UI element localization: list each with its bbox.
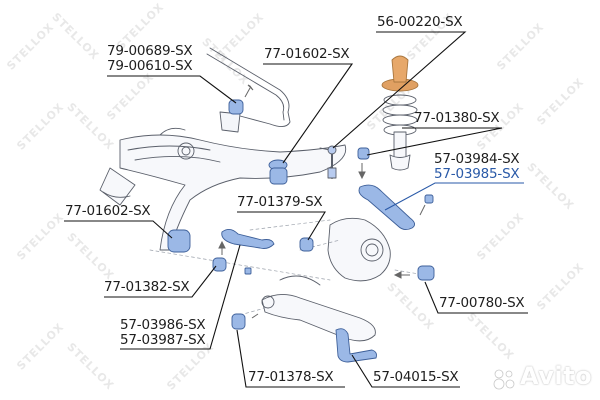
leader-subframe-left <box>64 220 173 239</box>
leader-subframe-top <box>263 63 354 164</box>
label-toe-link: 57-04015-SX <box>373 369 459 385</box>
label-hub-bushing: 77-00780-SX <box>439 295 525 311</box>
part-number: 57-03987-SX <box>120 332 206 348</box>
lower-control-arm <box>261 294 376 342</box>
wheel-carrier <box>327 217 391 282</box>
leader-bushing-382 <box>104 265 217 298</box>
part-number-highlighted: 57-03985-SX <box>434 166 520 182</box>
leader-shock-bushing <box>366 127 503 156</box>
part-number: 77-01602-SX <box>264 46 350 62</box>
bushing-379-part <box>299 237 314 252</box>
leader-stab-link <box>332 31 467 149</box>
label-subframe-bushing-left: 77-01602-SX <box>65 203 151 219</box>
stab-bushing-part <box>228 99 244 115</box>
avito-logo-icon <box>493 369 515 390</box>
leader-bushing-378 <box>236 329 345 388</box>
part-number: 79-00689-SX <box>107 43 193 59</box>
part-number: 57-03986-SX <box>120 317 206 333</box>
leader-bushing-379 <box>237 211 326 241</box>
subframe-bushing-top-part <box>268 159 288 185</box>
part-number: 57-03984-SX <box>434 151 520 167</box>
part-number: 57-04015-SX <box>373 369 459 385</box>
part-number: 77-01382-SX <box>104 279 190 295</box>
label-upper-arm: 57-03984-SX 57-03985-SX <box>434 151 520 182</box>
part-number: 77-01380-SX <box>414 110 500 126</box>
subframe-bushing-left-part <box>167 229 191 253</box>
label-stab-bushing: 79-00689-SX 79-00610-SX <box>107 43 193 74</box>
bushing-378-part <box>231 313 246 330</box>
label-bushing-379: 77-01379-SX <box>237 194 323 210</box>
leader-lower-arm <box>120 244 241 350</box>
part-number: 56-00220-SX <box>377 14 463 30</box>
part-number: 77-00780-SX <box>439 295 525 311</box>
spring-assembly <box>381 55 419 171</box>
label-bushing-378: 77-01378-SX <box>248 369 334 385</box>
stabilizer-link <box>319 145 337 179</box>
hub-bushing-part <box>417 265 435 281</box>
label-stab-link: 56-00220-SX <box>377 14 463 30</box>
part-number: 77-01378-SX <box>248 369 334 385</box>
part-number: 77-01379-SX <box>237 194 323 210</box>
part-number: 77-01602-SX <box>65 203 151 219</box>
leader-toe-link <box>351 354 460 388</box>
toe-link-part <box>335 328 377 363</box>
camber-arm <box>221 229 275 249</box>
bushing-bracket <box>219 111 241 133</box>
label-subframe-bushing-top: 77-01602-SX <box>264 46 350 62</box>
leader-stab-bushing <box>107 75 237 104</box>
part-number: 79-00610-SX <box>107 58 193 74</box>
stabilizer-bar <box>209 47 291 127</box>
bushing-382-part <box>212 257 227 272</box>
label-bushing-382: 77-01382-SX <box>104 279 190 295</box>
avito-watermark: Avito <box>520 362 593 390</box>
upper-control-arm <box>358 184 415 231</box>
leader-hub-bushing <box>424 281 528 314</box>
label-shock-bushing: 77-01380-SX <box>414 110 500 126</box>
label-lower-arm: 57-03986-SX 57-03987-SX <box>120 317 206 348</box>
leader-upper-arm <box>384 182 524 211</box>
shock-bushing-part <box>357 147 370 160</box>
